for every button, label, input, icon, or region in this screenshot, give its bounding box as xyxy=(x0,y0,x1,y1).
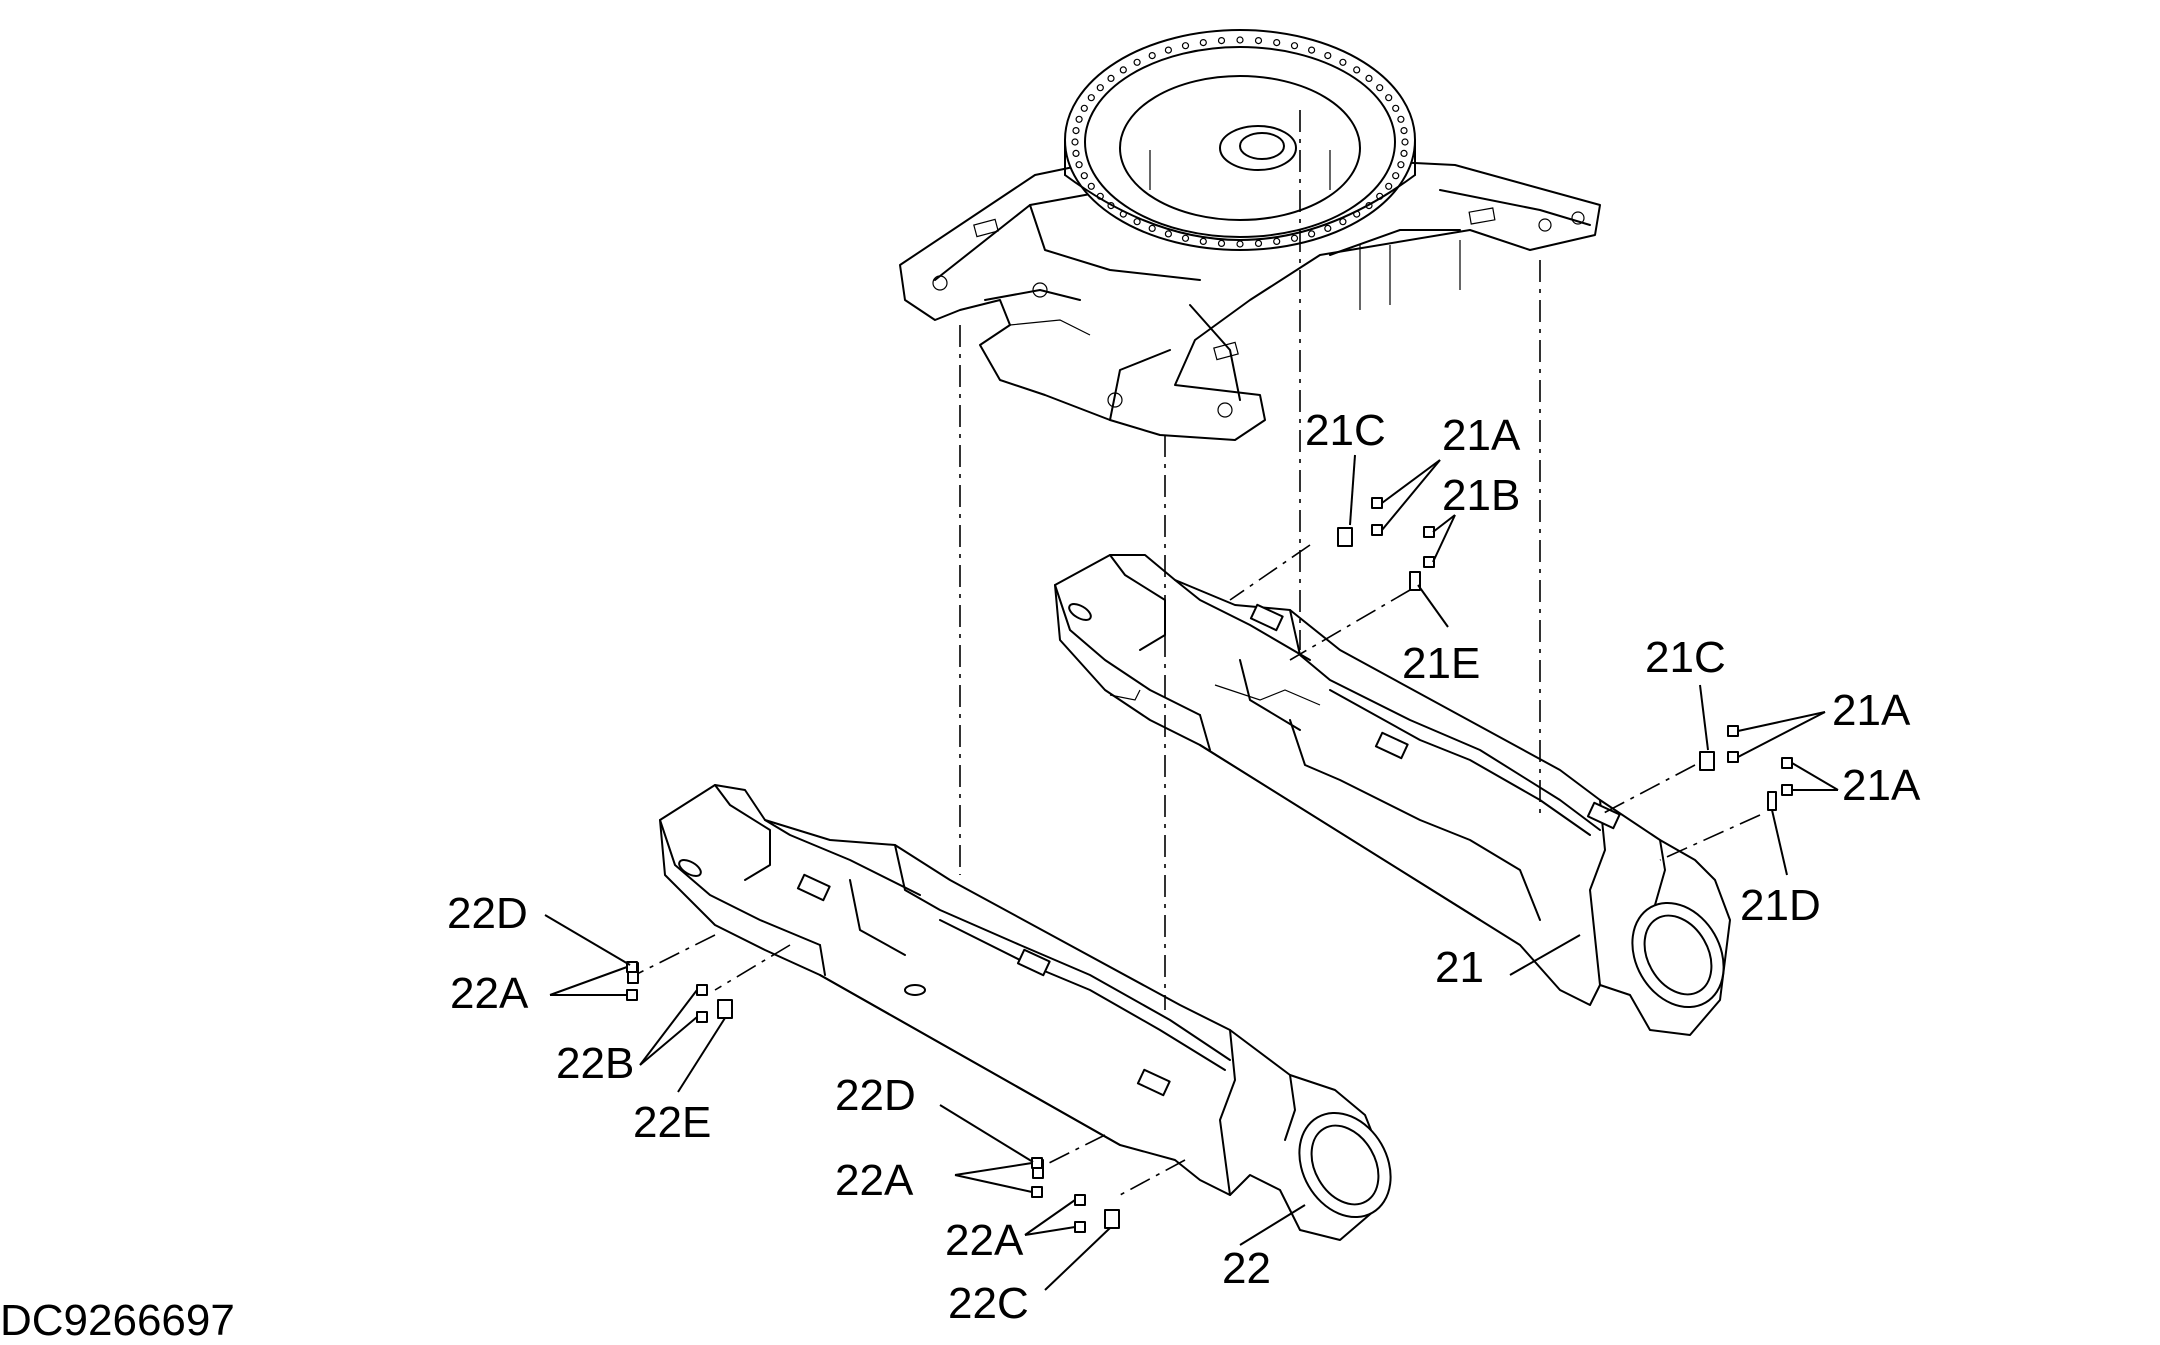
bolt-hole xyxy=(1148,224,1156,232)
callout-21C: 21C xyxy=(1645,633,1726,682)
bolt-hole xyxy=(1181,234,1190,242)
bolt-hole xyxy=(1273,237,1281,245)
bolt-hole xyxy=(1353,66,1361,74)
callout-21E: 21E xyxy=(1402,639,1480,688)
drawing-id: DC9266697 xyxy=(0,1296,235,1345)
bolt-hole xyxy=(1236,240,1244,248)
bolt-hole xyxy=(1164,230,1173,238)
leader-lines xyxy=(544,454,1839,1291)
upper-frame xyxy=(899,149,1601,441)
bolt-hole xyxy=(1401,138,1409,146)
bolt-hole xyxy=(1072,149,1080,157)
bolt-hole xyxy=(1376,192,1384,200)
bolt-hole xyxy=(1353,210,1361,218)
swing-bearing xyxy=(1064,29,1416,251)
bolt-hole xyxy=(1199,38,1207,47)
bolt-hole xyxy=(1217,239,1226,247)
track-frame-22 xyxy=(659,784,1392,1241)
bolt-hole xyxy=(1107,74,1115,83)
bolt-hole xyxy=(1254,36,1263,45)
bolt-hole xyxy=(1307,230,1316,238)
bolt-hole xyxy=(1133,58,1141,66)
bolt-hole xyxy=(1075,161,1083,169)
bolt-hole xyxy=(1236,36,1244,44)
bolt-hole xyxy=(1400,149,1408,157)
bolt-hole xyxy=(1365,74,1373,83)
callout-21B: 21B xyxy=(1442,471,1520,520)
bolt-hole xyxy=(1376,84,1384,92)
bolt-hole xyxy=(1072,127,1080,135)
callout-21C: 21C xyxy=(1305,406,1386,455)
bolt-hole xyxy=(1148,51,1156,60)
bolt-hole xyxy=(1339,218,1347,226)
bolt-hole xyxy=(1119,66,1127,74)
callout-21D: 21D xyxy=(1740,881,1821,930)
callout-labels: 21C 21A 21B 21E 21C 21A 21A 21D 21 22D 2… xyxy=(0,406,1921,1345)
bolt-hole xyxy=(1181,42,1190,50)
bolt-hole xyxy=(1080,172,1088,180)
callout-22: 22 xyxy=(1222,1244,1271,1293)
callout-21A: 21A xyxy=(1832,686,1911,735)
callout-22D: 22D xyxy=(447,889,528,938)
callout-22E: 22E xyxy=(633,1098,711,1147)
bolt-hole xyxy=(1324,224,1332,232)
callout-22A: 22A xyxy=(835,1156,914,1205)
bolt-hole xyxy=(1096,192,1104,200)
callout-22C: 22C xyxy=(948,1279,1029,1328)
bolt-hole xyxy=(1365,202,1373,210)
bearing-bolt-holes xyxy=(1071,36,1409,248)
callout-21A: 21A xyxy=(1442,411,1521,460)
hardware-parts xyxy=(626,497,1793,1233)
bolt-hole xyxy=(1385,94,1393,102)
bolt-hole xyxy=(1087,182,1095,190)
bolt-hole xyxy=(1290,234,1299,242)
callout-22A: 22A xyxy=(945,1216,1024,1265)
bolt-hole xyxy=(1339,58,1347,66)
bolt-hole xyxy=(1133,218,1141,226)
bolt-hole xyxy=(1164,46,1173,54)
bolt-hole xyxy=(1397,161,1405,169)
bolt-hole xyxy=(1307,46,1316,54)
callout-22D: 22D xyxy=(835,1071,916,1120)
bolt-hole xyxy=(1119,210,1127,218)
track-frame-21 xyxy=(1054,554,1731,1036)
assembly-lines xyxy=(634,110,1761,1196)
bolt-hole xyxy=(1107,202,1115,210)
callout-21: 21 xyxy=(1435,943,1484,992)
bolt-hole xyxy=(1400,127,1408,135)
bolt-hole xyxy=(1096,84,1104,92)
bolt-hole xyxy=(1392,172,1400,180)
bolt-hole xyxy=(1080,104,1088,112)
callout-21A: 21A xyxy=(1842,761,1921,810)
bolt-hole xyxy=(1397,115,1405,123)
bolt-hole xyxy=(1254,239,1263,247)
callout-22A: 22A xyxy=(450,969,529,1018)
bolt-hole xyxy=(1199,237,1207,245)
bolt-hole xyxy=(1392,104,1400,112)
bolt-hole xyxy=(1385,182,1393,190)
bolt-hole xyxy=(1217,36,1226,45)
bolt-hole xyxy=(1324,51,1332,60)
bolt-hole xyxy=(1075,115,1083,123)
callout-22B: 22B xyxy=(556,1039,634,1088)
bolt-hole xyxy=(1071,138,1079,146)
bolt-hole xyxy=(1290,42,1299,50)
bolt-hole xyxy=(1273,38,1281,47)
bolt-hole xyxy=(1087,94,1095,102)
